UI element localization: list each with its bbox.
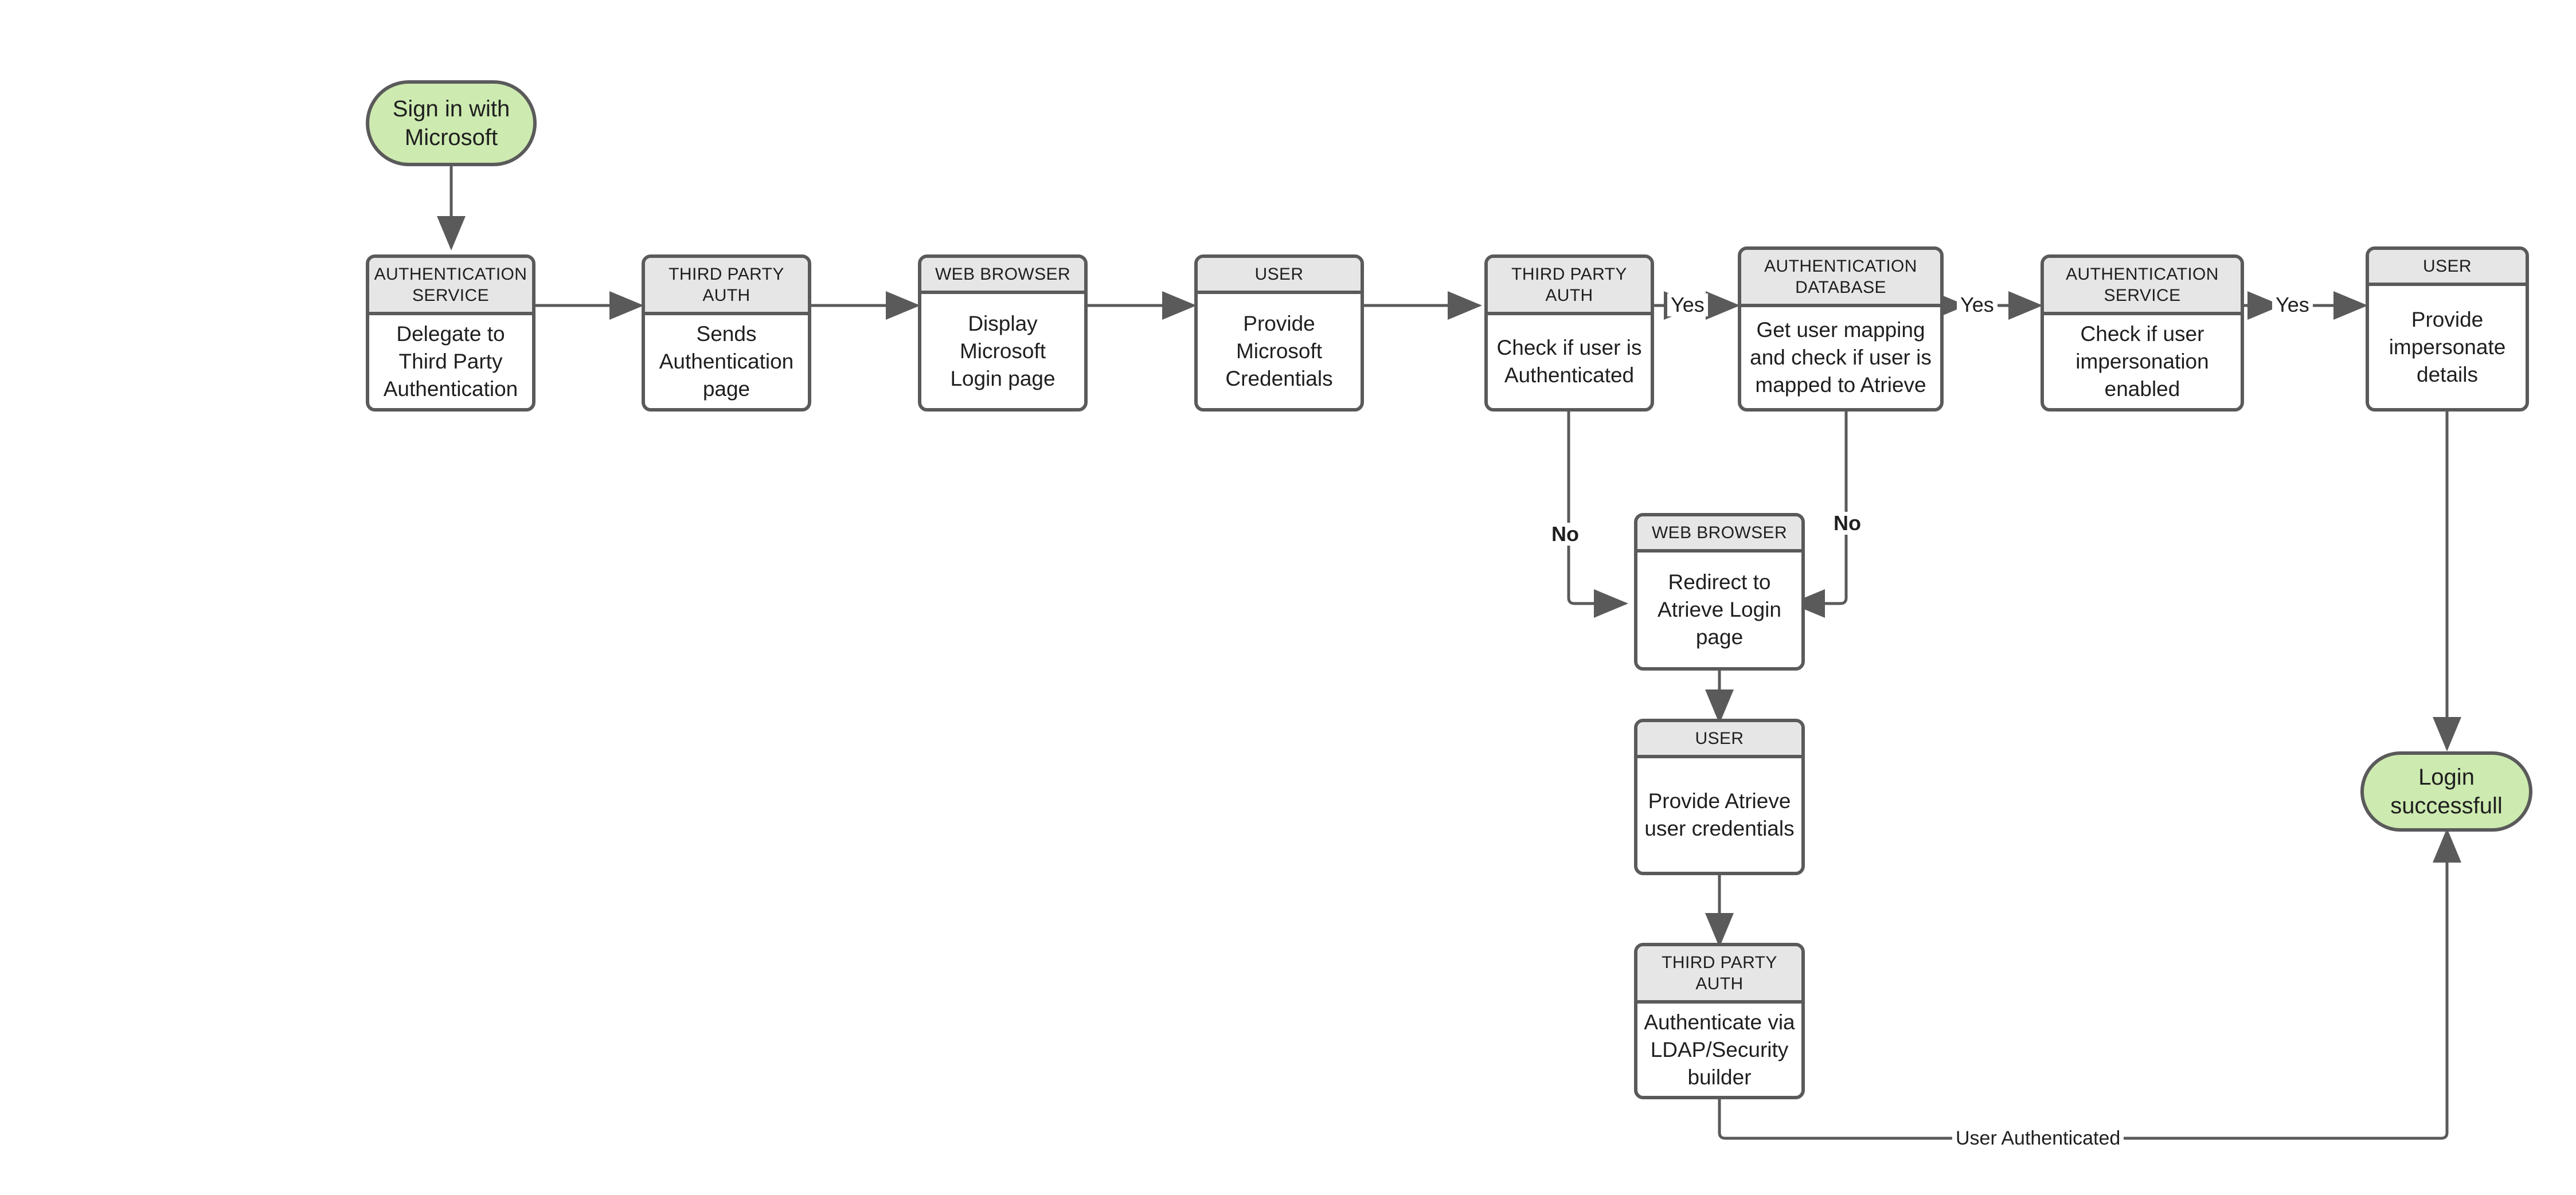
node-mapping-header: AUTHENTICATION DATABASE: [1741, 250, 1940, 307]
node-display-header: WEB BROWSER: [921, 258, 1084, 294]
node-sends-authentication-page[interactable]: THIRD PARTY AUTH Sends Authentication pa…: [642, 254, 811, 412]
node-provide-ms-header: USER: [1198, 258, 1361, 294]
node-login-successful-label: Login successfull: [2390, 765, 2503, 818]
node-start-label: Sign in with Microsoft: [392, 96, 510, 150]
node-delegate-header: AUTHENTICATION SERVICE: [369, 258, 532, 315]
node-ldap-header: THIRD PARTY AUTH: [1637, 946, 1801, 1004]
node-mapping-body: Get user mapping and check if user is ma…: [1750, 318, 1932, 397]
node-provide-impersonate-details[interactable]: USER Provide impersonate details: [2366, 246, 2529, 412]
node-check-impersonation-enabled[interactable]: AUTHENTICATION SERVICE Check if user imp…: [2041, 254, 2244, 412]
node-imperson-body: Check if user impersonation enabled: [2075, 322, 2209, 401]
node-check-authn-header: THIRD PARTY AUTH: [1488, 258, 1651, 315]
edge-label-no-1: No: [1548, 523, 1582, 546]
node-delegate-to-third-party[interactable]: AUTHENTICATION SERVICE Delegate to Third…: [366, 254, 535, 412]
node-check-authn-body: Check if user is Authenticated: [1496, 336, 1642, 387]
node-display-body: Display Microsoft Login page: [950, 311, 1056, 390]
node-check-if-user-authenticated[interactable]: THIRD PARTY AUTH Check if user is Authen…: [1484, 254, 1654, 412]
node-redirect-header: WEB BROWSER: [1637, 516, 1801, 553]
node-provide-ms-body: Provide Microsoft Credentials: [1225, 311, 1333, 390]
node-imperson-header: AUTHENTICATION SERVICE: [2044, 258, 2241, 315]
edge-label-user-authenticated: User Authenticated: [1952, 1127, 2124, 1150]
edge-ldap-to-success: [1718, 828, 2461, 1140]
node-redirect-to-atrieve-login[interactable]: WEB BROWSER Redirect to Atrieve Login pa…: [1634, 513, 1805, 671]
node-provide-imperson-body: Provide impersonate details: [2389, 307, 2506, 386]
edge-label-yes-3: Yes: [2272, 293, 2313, 316]
edge-label-yes-1: Yes: [1667, 293, 1708, 316]
edge-mapping-no-to-redirect: [1791, 412, 1848, 618]
node-provide-microsoft-credentials[interactable]: USER Provide Microsoft Credentials: [1194, 254, 1364, 412]
node-start[interactable]: Sign in with Microsoft: [366, 80, 537, 166]
node-sends-body: Sends Authentication page: [659, 322, 794, 401]
edge-label-no-2: No: [1830, 512, 1864, 535]
node-login-successful[interactable]: Login successfull: [2360, 751, 2532, 832]
edge-check-no-to-redirect: [1567, 412, 1628, 618]
node-sends-header: THIRD PARTY AUTH: [645, 258, 808, 315]
node-atrieve-creds-body: Provide Atrieve user credentials: [1644, 789, 1795, 840]
node-display-microsoft-login[interactable]: WEB BROWSER Display Microsoft Login page: [918, 254, 1088, 412]
node-provide-atrieve-credentials[interactable]: USER Provide Atrieve user credentials: [1634, 719, 1805, 875]
node-ldap-body: Authenticate via LDAP/Security builder: [1644, 1010, 1795, 1089]
node-atrieve-creds-header: USER: [1637, 722, 1801, 758]
node-delegate-body: Delegate to Third Party Authentication: [383, 322, 518, 401]
edge-label-yes-2: Yes: [1957, 293, 1998, 316]
node-redirect-body: Redirect to Atrieve Login page: [1658, 570, 1781, 649]
node-provide-imperson-header: USER: [2369, 250, 2526, 286]
node-authenticate-via-ldap[interactable]: THIRD PARTY AUTH Authenticate via LDAP/S…: [1634, 943, 1805, 1099]
node-get-user-mapping[interactable]: AUTHENTICATION DATABASE Get user mapping…: [1738, 246, 1944, 412]
